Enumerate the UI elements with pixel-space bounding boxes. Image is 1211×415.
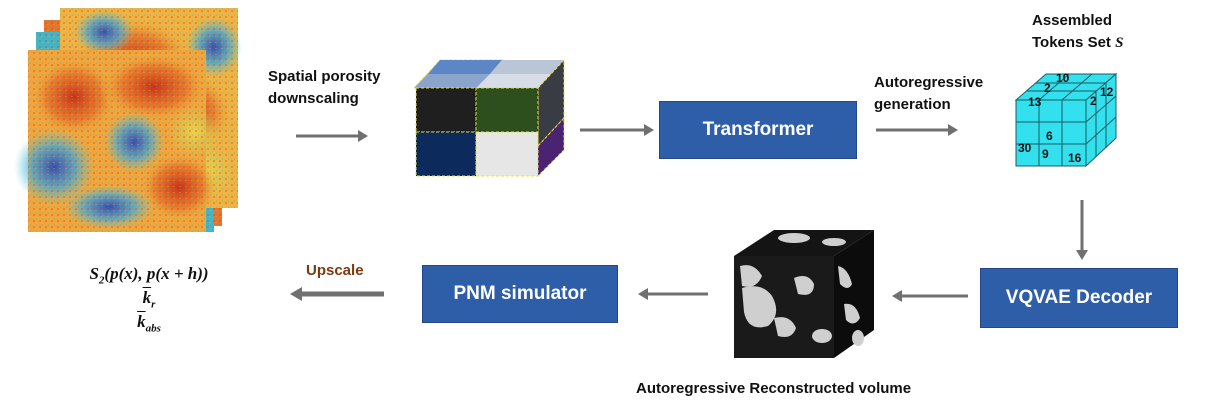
- porosity-field-stack: [14, 8, 242, 232]
- autoregressive-generation-label: Autoregressive generation: [874, 74, 984, 113]
- s2-statistic: S2(p(x), p(x + h)): [89, 264, 209, 287]
- spatial-downscaling-label: Spatial porosity downscaling: [268, 68, 381, 107]
- arrow-left-1: [892, 290, 968, 302]
- upscale-label: Upscale: [306, 262, 364, 279]
- transformer-box: Transformer: [659, 101, 857, 159]
- token-num: 12: [1100, 85, 1114, 99]
- arrow-1: [296, 130, 368, 142]
- token-num: 30: [1018, 141, 1032, 155]
- vqvae-decoder-box: VQVAE Decoder: [980, 268, 1178, 328]
- token-num: 2: [1044, 81, 1051, 95]
- token-num: 16: [1068, 151, 1082, 165]
- assembled-tokens-label: Assembled Tokens Set S: [1032, 12, 1124, 51]
- arrow-upscale: [290, 287, 384, 301]
- reconstructed-volume-cube: [734, 230, 874, 358]
- kr-estimate: kr: [142, 288, 156, 311]
- arrow-3: [876, 124, 958, 136]
- assembled-token-cube: 10 12 2 13 2 6 30 9 16: [1014, 71, 1118, 168]
- token-block-cube: [414, 58, 565, 178]
- token-num: 6: [1046, 129, 1053, 143]
- token-num: 9: [1042, 147, 1049, 161]
- pnm-simulator-box: PNM simulator: [422, 265, 618, 323]
- arrow-down: [1076, 200, 1088, 260]
- token-num: 2: [1090, 94, 1097, 108]
- arrow-left-2: [638, 288, 708, 300]
- arrow-2: [580, 124, 654, 136]
- kabs-estimate: kabs: [137, 312, 161, 335]
- token-num: 13: [1028, 95, 1042, 109]
- reconstructed-volume-label: Autoregressive Reconstructed volume: [636, 380, 912, 397]
- token-num: 10: [1056, 71, 1070, 85]
